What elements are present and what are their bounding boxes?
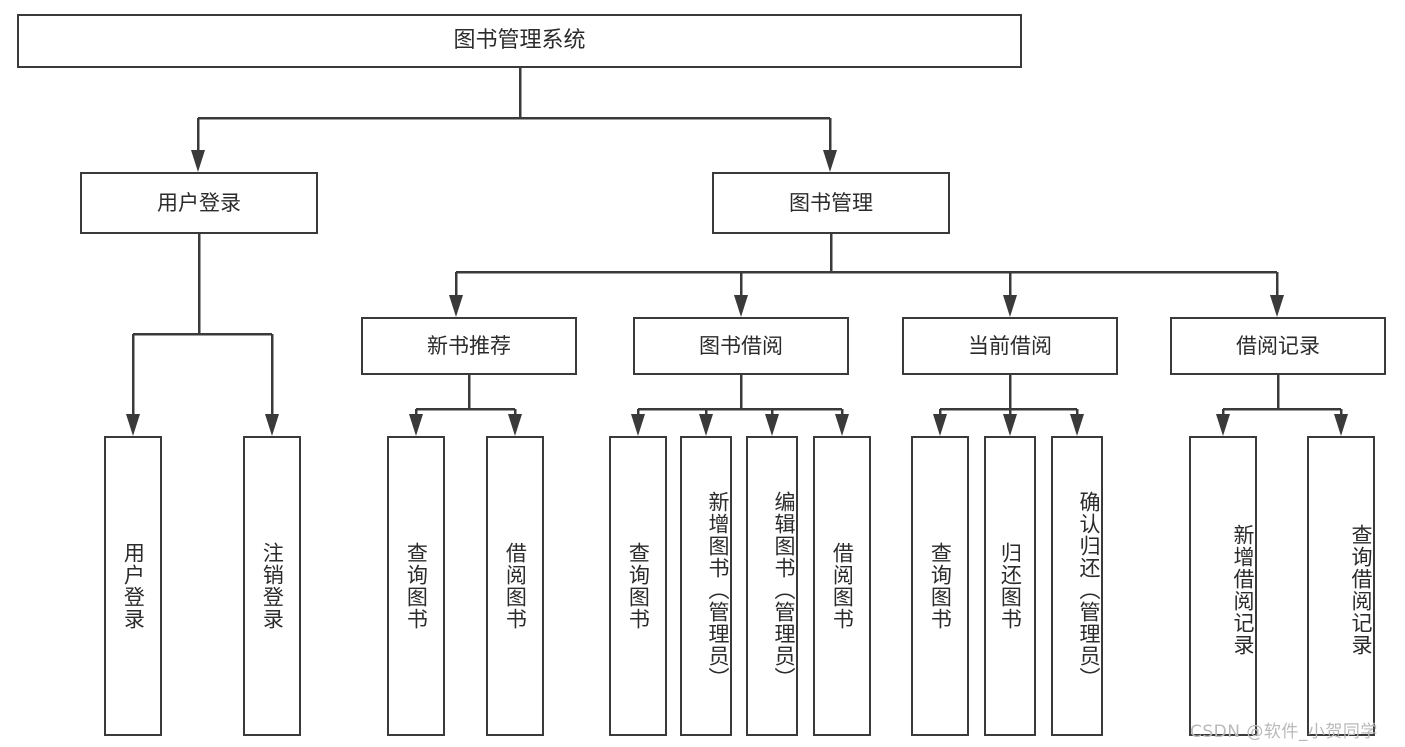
node-leaf-confirm-ret[interactable]: 确认归还（管理员） — [1051, 436, 1103, 736]
node-label: 用户登录 — [157, 190, 241, 215]
node-leaf-edit-book[interactable]: 编辑图书（管理员） — [746, 436, 798, 736]
node-label: 查询图书 — [404, 542, 429, 630]
watermark-label: CSDN @软件_小贺同学 — [1190, 722, 1378, 742]
node-label: 注销登录 — [260, 542, 285, 630]
node-label: 图书借阅 — [699, 333, 783, 358]
node-root[interactable]: 图书管理系统 — [17, 14, 1022, 68]
node-leaf-borrow-book-1[interactable]: 借阅图书 — [486, 436, 544, 736]
node-current-loan[interactable]: 当前借阅 — [902, 317, 1118, 375]
node-leaf-add-book[interactable]: 新增图书（管理员） — [680, 436, 732, 736]
node-label: 借阅记录 — [1236, 333, 1320, 358]
node-leaf-add-record[interactable]: 新增借阅记录 — [1189, 436, 1257, 736]
node-leaf-query-record[interactable]: 查询借阅记录 — [1307, 436, 1375, 736]
node-user-login[interactable]: 用户登录 — [80, 172, 318, 234]
node-label: 图书管理系统 — [453, 28, 586, 54]
node-label: 查询图书 — [626, 542, 651, 630]
node-label: 用户登录 — [121, 542, 146, 630]
node-new-book-rec[interactable]: 新书推荐 — [361, 317, 577, 375]
node-leaf-user-logout[interactable]: 注销登录 — [243, 436, 301, 736]
node-leaf-query-book-1[interactable]: 查询图书 — [387, 436, 445, 736]
node-label: 编辑图书（管理员） — [772, 491, 796, 689]
node-label: 当前借阅 — [968, 333, 1052, 358]
node-leaf-return-book[interactable]: 归还图书 — [984, 436, 1036, 736]
node-label: 归还图书 — [998, 542, 1023, 630]
node-label: 新增图书（管理员） — [706, 491, 730, 689]
node-leaf-borrow-book-2[interactable]: 借阅图书 — [813, 436, 871, 736]
node-leaf-query-book-3[interactable]: 查询图书 — [911, 436, 969, 736]
node-label: 查询借阅记录 — [1349, 524, 1373, 656]
node-label: 借阅图书 — [503, 542, 528, 630]
node-book-mgmt[interactable]: 图书管理 — [712, 172, 950, 234]
node-label: 新书推荐 — [427, 333, 511, 358]
node-label: 借阅图书 — [830, 542, 855, 630]
node-leaf-user-login[interactable]: 用户登录 — [104, 436, 162, 736]
node-label: 新增借阅记录 — [1231, 524, 1255, 656]
node-book-borrow[interactable]: 图书借阅 — [633, 317, 849, 375]
node-label: 查询图书 — [928, 542, 953, 630]
node-label: 确认归还（管理员） — [1077, 491, 1101, 689]
node-leaf-query-book-2[interactable]: 查询图书 — [609, 436, 667, 736]
node-loan-record[interactable]: 借阅记录 — [1170, 317, 1386, 375]
node-label: 图书管理 — [789, 190, 873, 215]
